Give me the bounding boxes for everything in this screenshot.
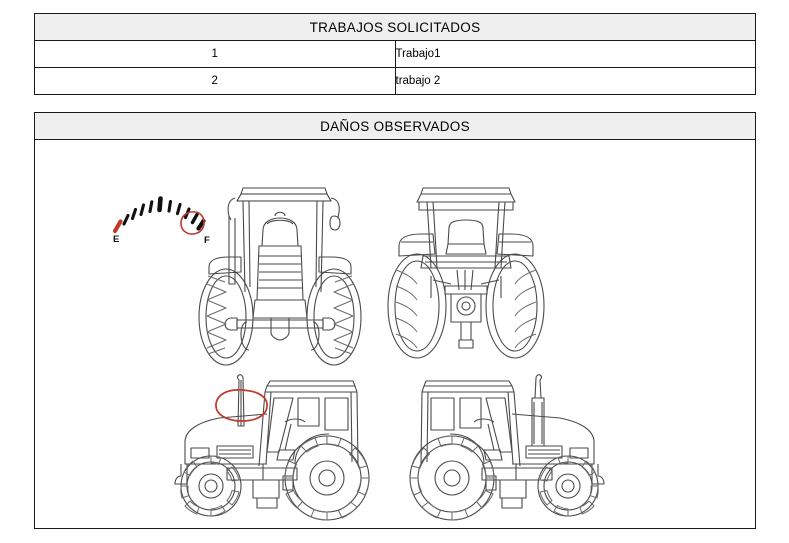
table-header-row: DAÑOS OBSERVADOS bbox=[34, 112, 756, 140]
works-requested-table: TRABAJOS SOLICITADOS 1 Trabajo1 2 trabaj… bbox=[34, 13, 756, 95]
works-table-header: TRABAJOS SOLICITADOS bbox=[34, 13, 756, 41]
tractor-front-view-svg bbox=[198, 187, 362, 366]
gauge-full-label: F bbox=[204, 235, 210, 246]
fuel-gauge-svg: E F bbox=[112, 196, 210, 246]
tractor-rear-view bbox=[381, 172, 551, 367]
table-row: E F bbox=[34, 139, 756, 529]
work-row-number: 2 bbox=[34, 67, 396, 95]
tractor-left-side-view bbox=[167, 368, 392, 528]
damage-diagram-cell: E F bbox=[34, 139, 756, 529]
tractor-right-side-view-svg bbox=[409, 374, 605, 521]
damage-table-header: DAÑOS OBSERVADOS bbox=[34, 112, 756, 140]
table-row: 1 Trabajo1 bbox=[34, 40, 756, 68]
tractor-front-view bbox=[195, 172, 365, 367]
work-row-description: Trabajo1 bbox=[394, 40, 756, 68]
work-row-description: trabajo 2 bbox=[394, 67, 756, 95]
tractor-rear-view-svg bbox=[387, 187, 545, 359]
work-row-number: 1 bbox=[34, 40, 396, 68]
fuel-gauge-icon: E F bbox=[107, 190, 217, 246]
gauge-empty-label: E bbox=[113, 234, 119, 245]
observed-damage-table: DAÑOS OBSERVADOS bbox=[34, 112, 756, 529]
tractor-right-side-view bbox=[387, 368, 612, 528]
tractor-left-side-view-svg bbox=[174, 374, 370, 521]
table-header-row: TRABAJOS SOLICITADOS bbox=[34, 13, 756, 41]
gauge-red-circle-annotation bbox=[180, 211, 205, 235]
damage-annotation-oval bbox=[215, 389, 268, 422]
table-row: 2 trabajo 2 bbox=[34, 67, 756, 95]
